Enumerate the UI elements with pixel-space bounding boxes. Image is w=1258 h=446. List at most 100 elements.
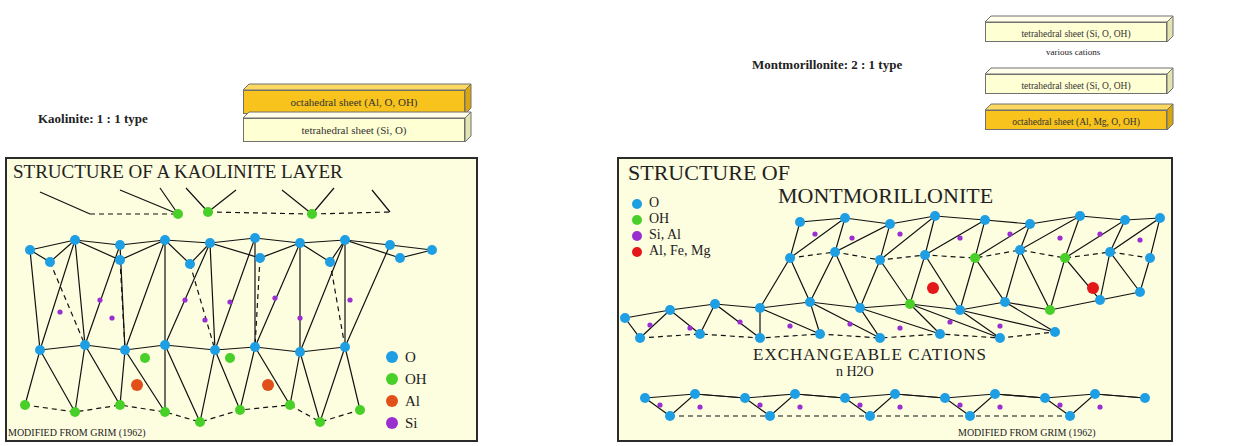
- source-credit: MODIFIED FROM GRIM (1962): [8, 427, 146, 439]
- kaolinite-atoms-part-part: [325, 257, 335, 267]
- montmorillonite-atoms-part-part: [947, 319, 952, 324]
- legend-label: OH: [649, 211, 669, 228]
- kaolinite-atoms-part-part: [109, 315, 114, 320]
- sheet-label: octahedral sheet (Al, O, OH): [290, 91, 417, 113]
- montmorillonite-atoms-part-part: [797, 404, 802, 409]
- sheet-top-face: [985, 16, 1173, 22]
- montmorillonite-lattice: [625, 216, 1160, 416]
- montmorillonite-atoms-part-part: [875, 255, 885, 265]
- kaolinite-atoms-part-part: [235, 405, 245, 415]
- montmorillonite-atoms-part-part: [1025, 219, 1035, 229]
- kaolinite-atoms-part-part: [45, 257, 55, 267]
- kaolinite-atoms-part-part: [295, 347, 305, 357]
- kaolinite-atoms-part-part: [340, 342, 350, 352]
- montmorillonite-atoms-part-part: [710, 299, 720, 309]
- montmorillonite-atoms-part-part: [1040, 393, 1050, 403]
- tetrahedral-sheet: tetrahedral sheet (Si, O): [243, 118, 465, 142]
- kaolinite-atoms-part-part: [115, 400, 125, 410]
- sheet-label: octahedral sheet (Al, Mg, O, OH): [1012, 113, 1140, 131]
- kaolinite-lattice: [25, 188, 432, 422]
- montmorillonite-atoms-part-part: [812, 231, 817, 236]
- montmorillonite-atoms-part-part: [927, 282, 939, 294]
- montmorillonite-atoms-part-part: [940, 393, 950, 403]
- kaolinite-lattice-part: [40, 188, 390, 214]
- legend-label: Al: [405, 392, 420, 410]
- montmorillonite-lattice-part: [760, 250, 1150, 310]
- kaolinite-lattice-part: [90, 212, 390, 214]
- montmorillonite-atoms-part-part: [805, 297, 815, 307]
- kaolinite-atoms-part-part: [295, 238, 305, 248]
- sheet-top-face: [985, 104, 1173, 110]
- sheet-side-face: [465, 112, 471, 142]
- kaolinite-atoms-part-part: [250, 342, 260, 352]
- montmorillonite-atoms-part-part: [1057, 402, 1062, 407]
- legend-swatch: [632, 215, 642, 225]
- montmorillonite-atoms-part-part: [1057, 235, 1062, 240]
- montmorillonite-atoms-part-part: [957, 402, 962, 407]
- sheet-label: tetrahedral sheet (Si, O): [301, 119, 406, 141]
- sheet-top-face: [985, 68, 1173, 74]
- kaolinite-atoms-part-part: [20, 400, 30, 410]
- montmorillonite-atoms-part-part: [1045, 305, 1055, 315]
- montmorillonite-atoms: [620, 211, 1165, 421]
- kaolinite-atoms-part-part: [80, 340, 90, 350]
- montmorillonite-atoms-part-part: [1120, 215, 1130, 225]
- montmorillonite-atoms-part-part: [1105, 247, 1115, 257]
- kaolinite-atoms-part: [57, 295, 352, 322]
- sheet-side-face: [465, 84, 471, 114]
- legend-swatch: [632, 199, 642, 209]
- panel-title: STRUCTURE OF MONTMORILLONITE: [628, 161, 1000, 207]
- interlayer-label: various cations: [1046, 47, 1100, 57]
- montmorillonite-lattice-part: [790, 250, 1150, 260]
- montmorillonite-atoms-part: [647, 231, 1142, 409]
- legend-swatch: [386, 351, 398, 363]
- montmorillonite-atoms-part-part: [665, 411, 675, 421]
- montmorillonite-atoms-part-part: [865, 411, 875, 421]
- montmorillonite-atoms-part: [905, 253, 1070, 315]
- octahedral-sheet: octahedral sheet (Al, O, OH): [243, 90, 465, 114]
- montmorillonite-atoms-part-part: [995, 333, 1005, 343]
- legend-swatch: [632, 231, 642, 241]
- montmorillonite-atoms-part-part: [690, 389, 700, 399]
- kaolinite-atoms-part-part: [97, 297, 102, 302]
- montmorillonite-atoms-part-part: [890, 389, 900, 399]
- montmorillonite-atoms-part-part: [905, 299, 915, 309]
- tetrahedral-sheet: tetrahedral sheet (Si, O, OH): [985, 74, 1167, 94]
- montmorillonite-atoms-part-part: [785, 253, 795, 263]
- kaolinite-atoms-part-part: [120, 345, 130, 355]
- kaolinite-atoms-part-part: [115, 240, 125, 250]
- montmorillonite-atoms-part-part: [1090, 389, 1100, 399]
- legend-label: Al, Fe, Mg: [649, 243, 710, 260]
- kaolinite-lattice-part: [30, 238, 390, 352]
- montmorillonite-atoms-part-part: [695, 329, 705, 339]
- montmorillonite-atoms-part-part: [1097, 404, 1102, 409]
- montmorillonite-atoms-part-part: [1135, 287, 1145, 297]
- panel-ground-part: [617, 157, 1173, 442]
- montmorillonite-atoms-part-part: [1060, 253, 1070, 263]
- montmorillonite-atoms-part-part: [1087, 282, 1099, 294]
- montmorillonite-atoms-part-part: [897, 325, 902, 330]
- montmorillonite-lattice-part: [625, 302, 1055, 338]
- montmorillonite-atoms-part-part: [965, 411, 975, 421]
- montmorillonite-atoms-part-part: [1145, 253, 1155, 263]
- kaolinite-atoms-part-part: [115, 255, 125, 265]
- kaolinite-atoms-part-part: [202, 317, 207, 322]
- interlayer-label: EXCHANGEABLE CATIONS: [750, 345, 990, 365]
- sheet-top-face: [243, 112, 471, 118]
- montmorillonite-atoms-part-part: [1065, 411, 1075, 421]
- montmorillonite-atoms-part-part: [697, 404, 702, 409]
- kaolinite-atoms-part-part: [385, 240, 395, 250]
- montmorillonite-atoms-part-part: [957, 235, 962, 240]
- kaolinite-atoms-part-part: [347, 297, 352, 302]
- kaolinite-atoms-part-part: [225, 353, 235, 363]
- sheet-top-face: [243, 84, 471, 90]
- kaolinite-lattice-part: [30, 240, 432, 264]
- montmorillonite-atoms-part-part: [635, 333, 645, 343]
- montmorillonite-atoms-part-part: [1137, 237, 1142, 242]
- legend-swatch: [386, 395, 398, 407]
- montmorillonite-atoms-part-part: [1075, 211, 1085, 221]
- kaolinite-atoms-part-part: [70, 235, 80, 245]
- kaolinite-atoms-part-part: [395, 253, 405, 263]
- montmorillonite-atoms-part-part: [687, 325, 692, 330]
- montmorillonite-atoms-part-part: [855, 303, 865, 313]
